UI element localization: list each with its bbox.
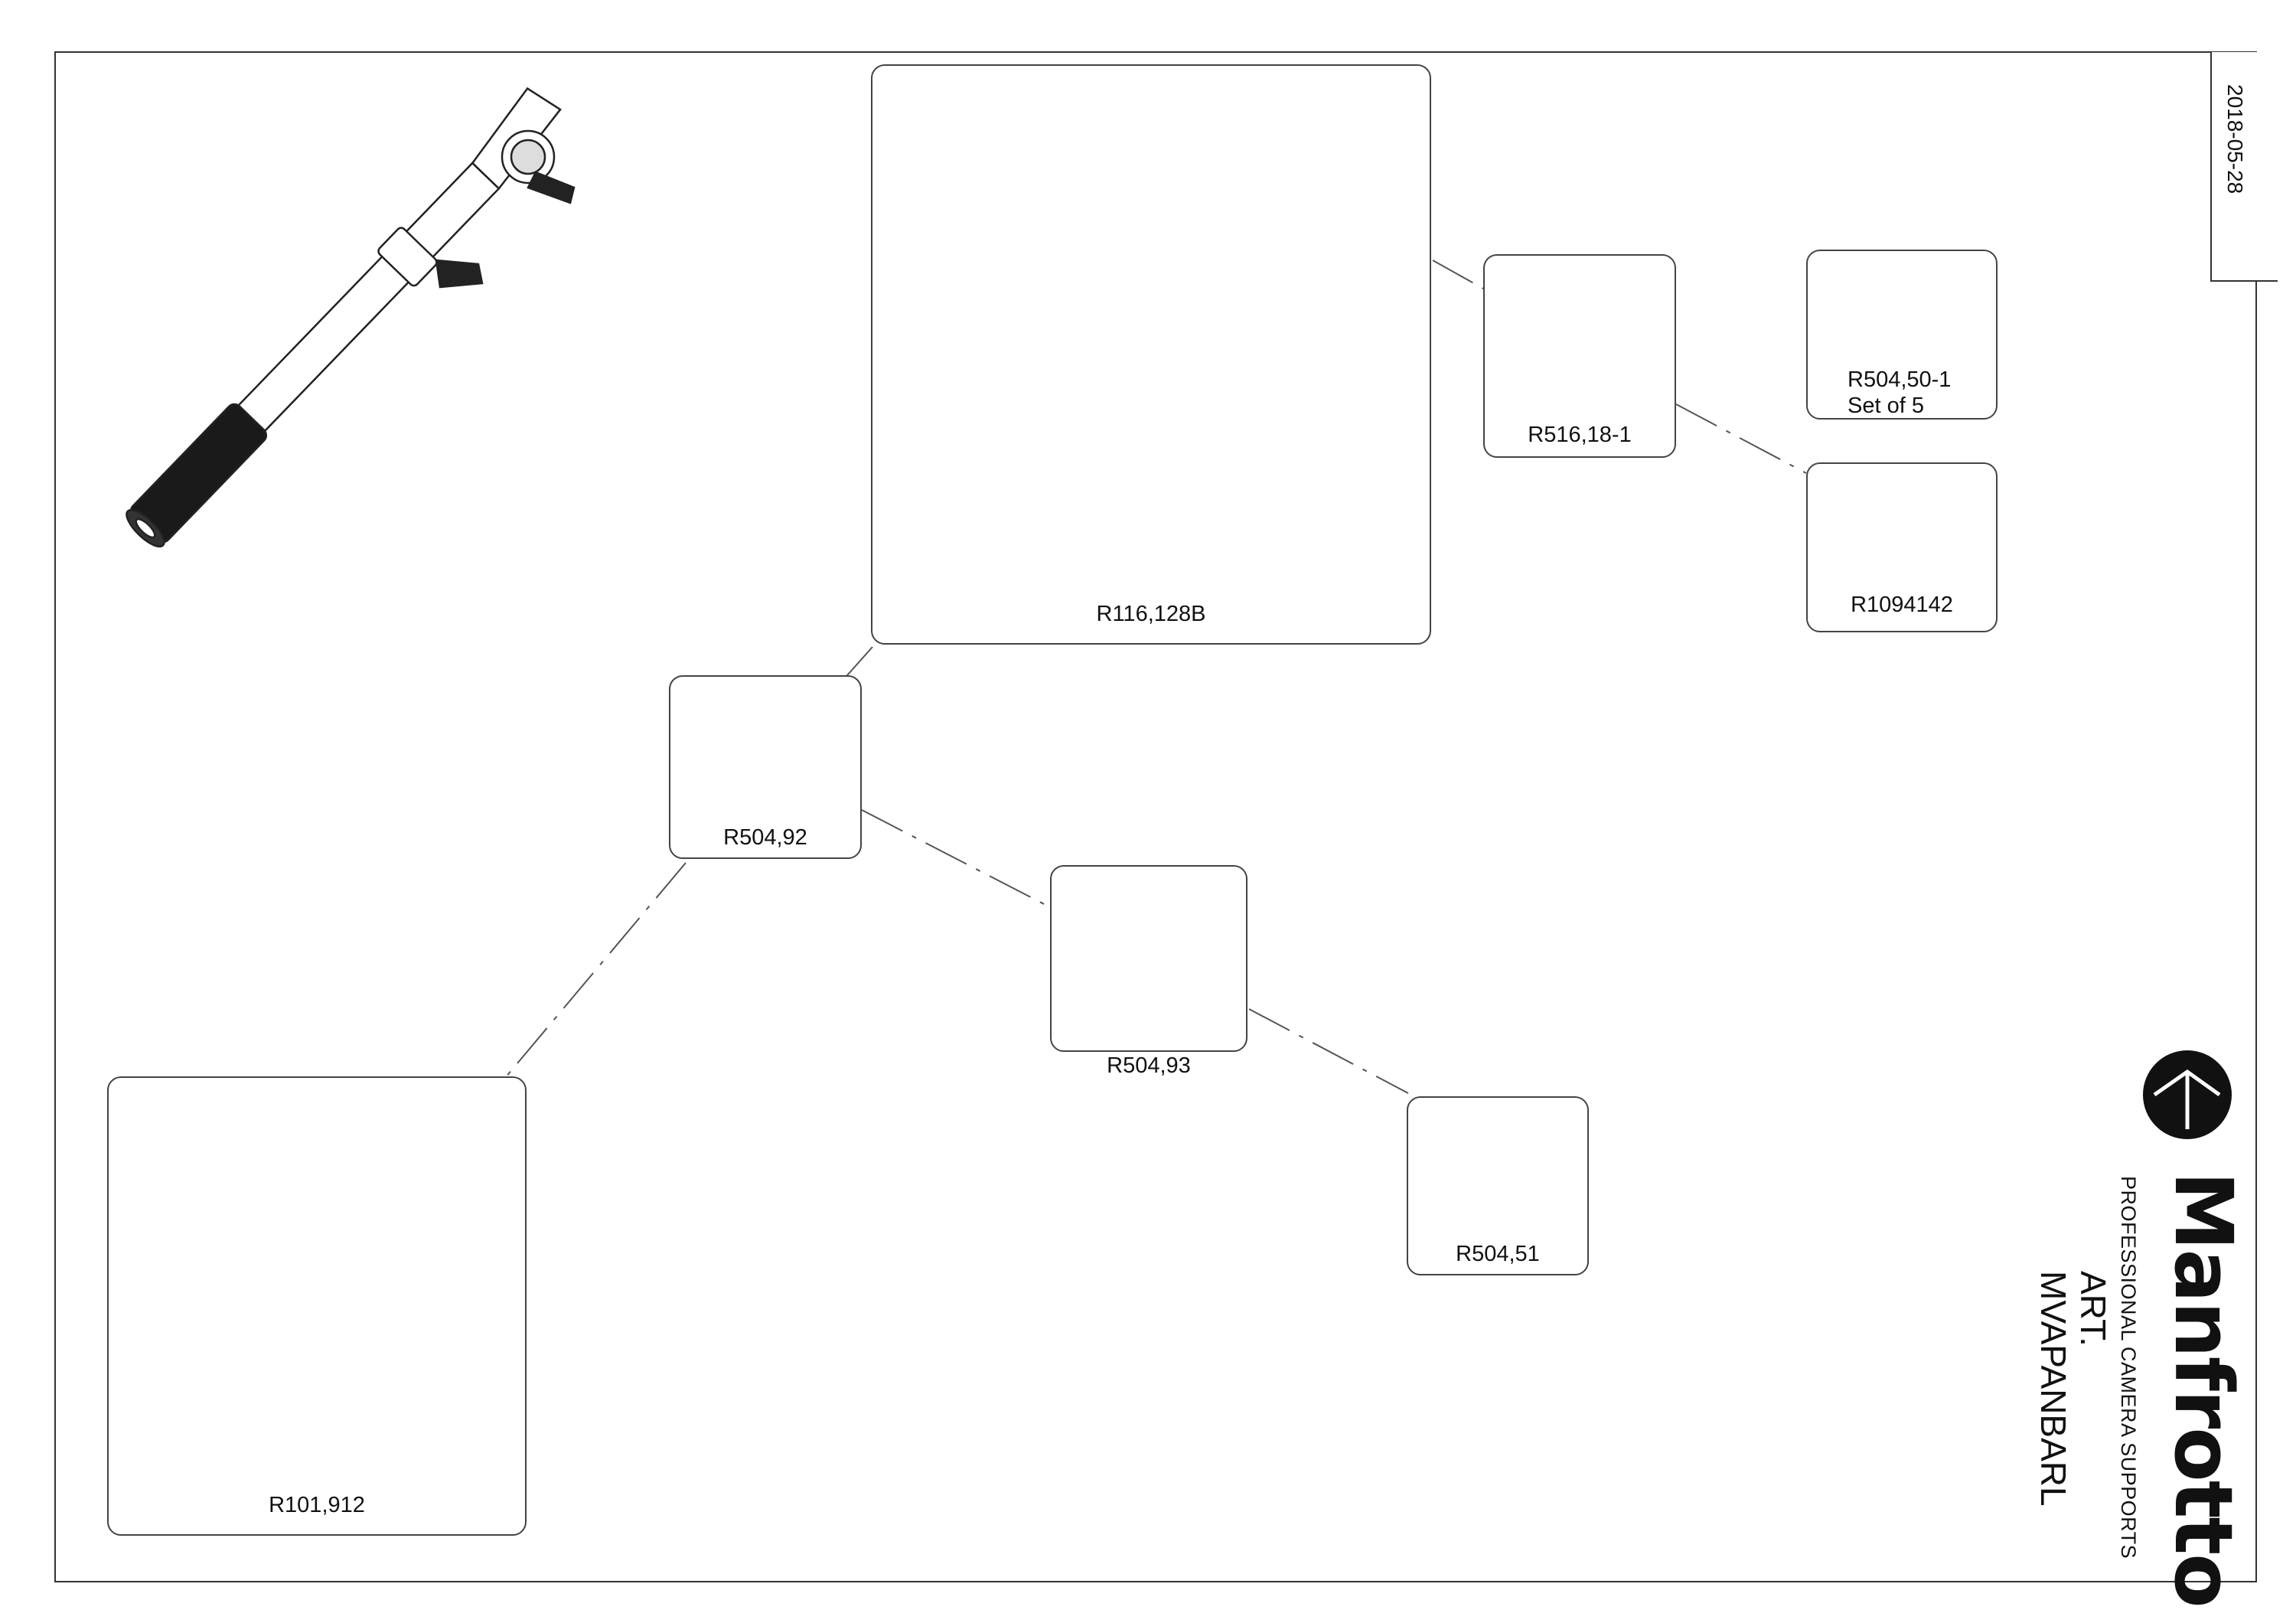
part-note-lever-set: Set of 5 (1848, 394, 1924, 418)
part-box-grip[interactable]: R101,912 (107, 1076, 527, 1536)
part-label-clamp: R504,92 (723, 825, 807, 850)
connector-screw-lever (1248, 1008, 1409, 1094)
part-box-bar[interactable]: R116,128B (871, 64, 1431, 645)
date-label: 2018-05-28 (2223, 84, 2247, 194)
part-box-screw-kit[interactable]: R504,93 (1050, 865, 1247, 1078)
part-label-grip: R101,912 (269, 1493, 365, 1517)
connector-bar-hub (1432, 260, 1486, 290)
part-box-knob-hub[interactable]: R516,18-1 (1483, 254, 1676, 458)
part-label-knob-hub: R516,18-1 (1528, 423, 1632, 447)
part-box-lever-bolt[interactable]: R1094142 (1806, 462, 1998, 632)
part-box-lever-set[interactable]: R504,50-1 Set of 5 (1806, 250, 1998, 420)
brand-name: Manfrotto (2157, 1171, 2250, 1607)
connector-clamp-screw (861, 809, 1051, 908)
part-label-lever: R504,51 (1456, 1242, 1540, 1266)
part-label-lever-bolt: R1094142 (1851, 593, 1953, 617)
connector-lines (504, 260, 1807, 1094)
brand-tagline: PROFESSIONAL CAMERA SUPPORTS (2117, 1176, 2140, 1559)
part-label-screw-kit: R504,93 (1107, 1053, 1191, 1078)
part-label-bar: R116,128B (1096, 602, 1206, 626)
drawing-frame (54, 51, 2257, 1582)
part-box-clamp[interactable]: R504,92 (669, 675, 862, 859)
date-tab (2210, 52, 2278, 282)
part-label-lever-set: R504,50-1 (1848, 367, 1952, 392)
connector-hub-bolt (1675, 403, 1807, 474)
article-prefix: ART. (2073, 1271, 2113, 1347)
manfrotto-logo-icon (2143, 1050, 2232, 1139)
article-code: MVAPANBARL (2033, 1271, 2073, 1507)
assembled-pan-bar (126, 87, 576, 548)
part-box-lever[interactable]: R504,51 (1407, 1096, 1589, 1275)
connector-clamp-grip (504, 862, 687, 1079)
